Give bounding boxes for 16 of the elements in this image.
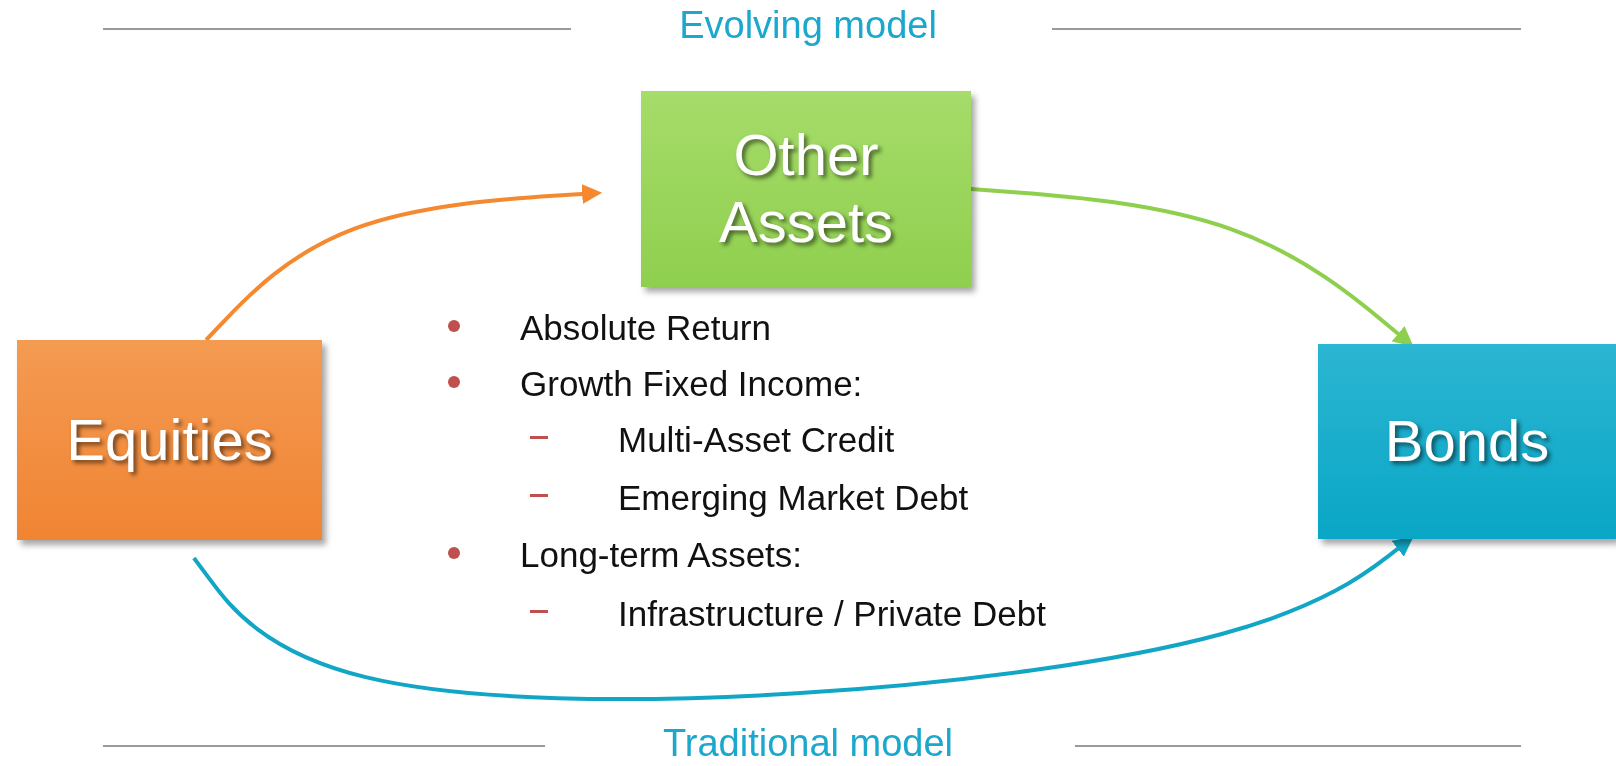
bullet-item: Long-term Assets:: [520, 535, 803, 575]
node-label: Other Assets: [717, 122, 895, 256]
equities-box: [17, 340, 322, 540]
section-heading: Evolving model: [679, 4, 937, 47]
node-label: Bonds: [1384, 408, 1550, 475]
bullet-item: Absolute Return: [520, 308, 771, 348]
bullet-item: Growth Fixed Income:: [520, 364, 863, 404]
section-heading: Traditional model: [662, 722, 954, 765]
node-label: Equities: [66, 406, 273, 474]
bullet-item: Infrastructure / Private Debt: [618, 594, 1046, 634]
bonds-box: [1318, 344, 1616, 539]
curved-arrow: [204, 183, 603, 342]
bullet-item: Emerging Market Debt: [618, 478, 969, 518]
curved-arrow: [970, 187, 1414, 347]
other-assets-box: [641, 91, 971, 287]
bullet-item: Multi-Asset Credit: [618, 420, 895, 460]
